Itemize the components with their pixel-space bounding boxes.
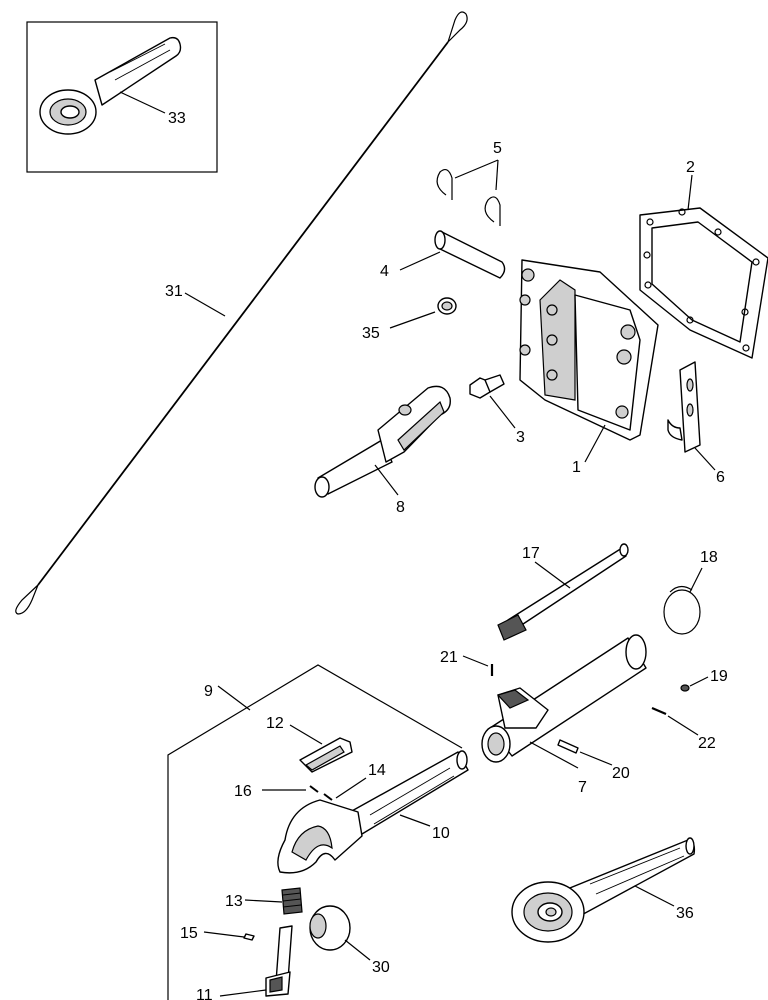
callout-33: 33 bbox=[168, 110, 186, 127]
part-17-rod: 17 bbox=[497, 543, 629, 641]
callout-1: 1 bbox=[572, 459, 581, 476]
callout-2: 2 bbox=[686, 159, 695, 176]
part-6-plate: 6 bbox=[667, 361, 725, 486]
callout-7: 7 bbox=[578, 779, 587, 796]
callout-20: 20 bbox=[612, 765, 630, 782]
part-14-16-pins: 16 14 bbox=[234, 762, 386, 801]
callout-8: 8 bbox=[396, 499, 405, 516]
callout-4: 4 bbox=[380, 263, 389, 280]
callout-14: 14 bbox=[368, 762, 386, 779]
part-20-pin: 20 bbox=[557, 739, 630, 782]
inset-box: 33 bbox=[26, 21, 218, 173]
callout-13: 13 bbox=[225, 893, 243, 910]
assembly-9-outline: 9 bbox=[167, 664, 463, 1000]
callout-31: 31 bbox=[165, 283, 183, 300]
callout-18: 18 bbox=[700, 549, 718, 566]
callout-9: 9 bbox=[204, 683, 213, 700]
callout-36: 36 bbox=[676, 905, 694, 922]
part-5-clips: 5 bbox=[436, 140, 502, 226]
part-12-latch: 12 bbox=[266, 715, 353, 773]
part-3-bolt: 3 bbox=[469, 374, 525, 446]
part-36-ball-end: 36 bbox=[511, 837, 696, 943]
part-19-screw: 19 bbox=[680, 668, 728, 692]
part-10-hook-arm: 10 bbox=[277, 750, 469, 874]
part-31-cable: 31 bbox=[15, 11, 468, 615]
callout-3: 3 bbox=[516, 429, 525, 446]
part-22-pin: 22 bbox=[651, 706, 716, 752]
callout-5: 5 bbox=[493, 140, 502, 157]
part-21-pin: 21 bbox=[440, 649, 494, 676]
callout-12: 12 bbox=[266, 715, 284, 732]
part-8-yoke: 8 bbox=[314, 385, 451, 516]
callout-30: 30 bbox=[372, 959, 390, 976]
callout-21: 21 bbox=[440, 649, 458, 666]
callout-15: 15 bbox=[180, 925, 198, 942]
part-1-bracket: 1 bbox=[519, 259, 659, 476]
callout-16: 16 bbox=[234, 783, 252, 800]
callout-35: 35 bbox=[362, 325, 380, 342]
part-33-ball-end bbox=[39, 36, 182, 135]
callout-19: 19 bbox=[710, 668, 728, 685]
part-35-bushing: 35 bbox=[362, 297, 457, 342]
part-4-pin: 4 bbox=[380, 230, 506, 280]
callout-6: 6 bbox=[716, 469, 725, 486]
part-2-gasket: 2 bbox=[639, 159, 768, 359]
callout-10: 10 bbox=[432, 825, 450, 842]
part-11-plunger: 11 bbox=[196, 925, 293, 1000]
callout-22: 22 bbox=[698, 735, 716, 752]
part-18-ring: 18 bbox=[663, 549, 718, 635]
part-15-pin: 15 bbox=[180, 925, 255, 942]
part-13-spring: 13 bbox=[225, 887, 303, 915]
part-30-ball: 30 bbox=[309, 905, 390, 976]
part-7-housing: 7 bbox=[481, 634, 647, 796]
callout-11: 11 bbox=[196, 987, 213, 1000]
callout-17: 17 bbox=[522, 545, 540, 562]
